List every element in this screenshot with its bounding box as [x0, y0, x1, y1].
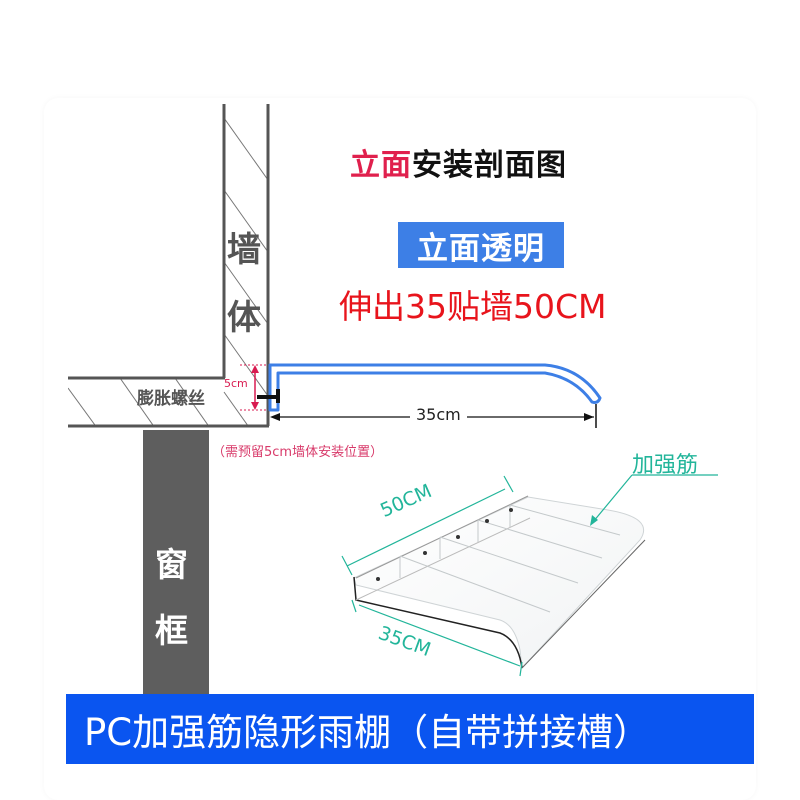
wall-outline [68, 104, 270, 428]
product-illustration [341, 474, 718, 677]
product-banner: PC加强筋隐形雨棚（自带拼接槽） [66, 694, 754, 764]
rib-label: 加强筋 [632, 453, 699, 478]
expansion-bolt-icon [257, 389, 280, 403]
title-rest: 安装剖面图 [412, 148, 567, 183]
spec-text: 伸出35贴墙50CM [339, 287, 607, 326]
title-accent: 立面 [350, 148, 412, 183]
gap-dimension-label: 5cm [224, 377, 248, 390]
install-note: （需预留5cm墙体安装位置） [212, 445, 384, 460]
frame-label-char-2: 框 [155, 611, 188, 650]
canopy-section-outline [268, 363, 602, 412]
gap-dimension-marker [240, 364, 268, 411]
wall-label-char-2: 体 [227, 298, 261, 338]
bolt-label: 膨胀螺丝 [137, 389, 205, 409]
window-frame [143, 430, 209, 698]
banner-text: PC加强筋隐形雨棚（自带拼接槽） [84, 711, 651, 754]
frame-label-char-1: 窗 [155, 545, 188, 584]
transparent-badge: 立面透明 [398, 222, 564, 268]
extension-dimension-label: 35cm [410, 405, 467, 424]
wall-label-char-1: 墙 [227, 230, 261, 270]
page-title: 立面安装剖面图 [350, 140, 567, 184]
